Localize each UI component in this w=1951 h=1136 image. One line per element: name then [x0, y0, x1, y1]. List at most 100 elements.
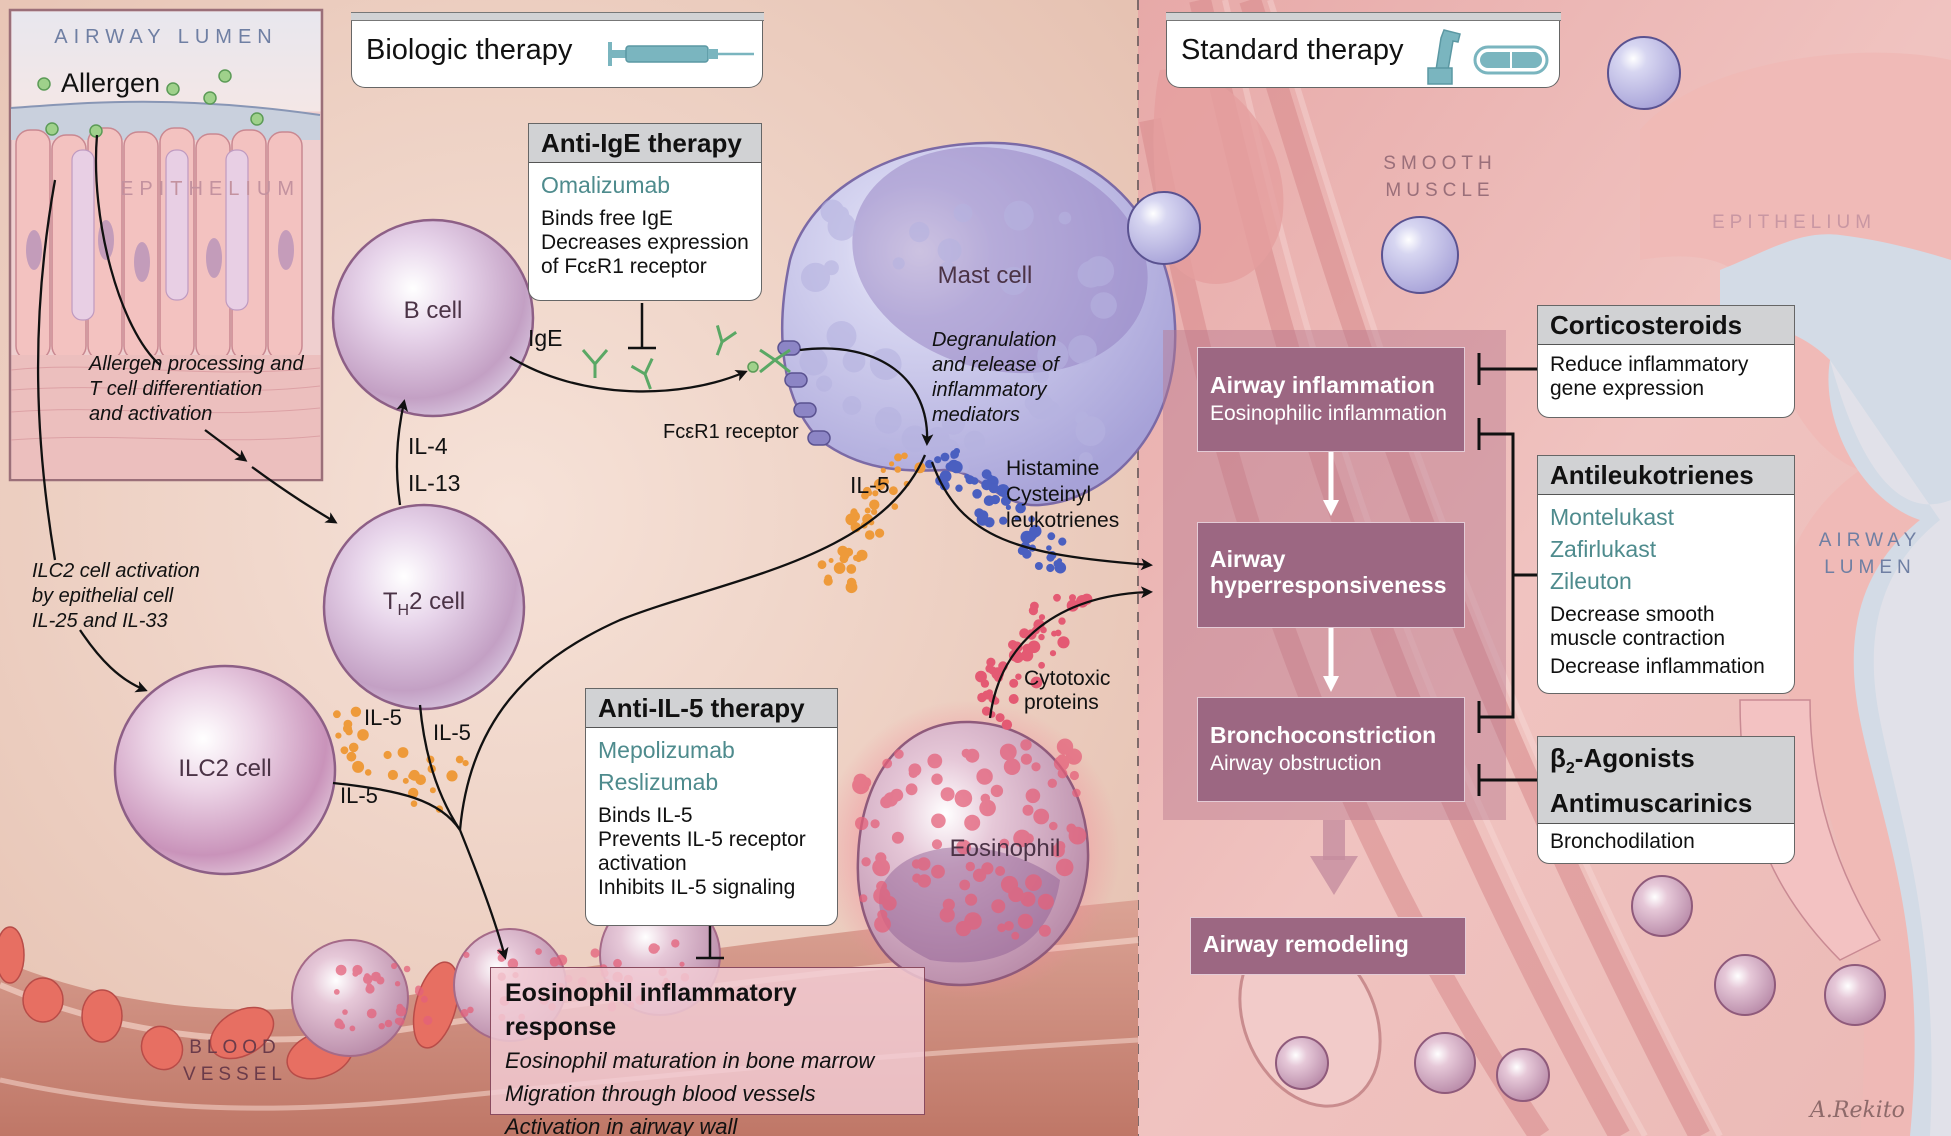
eosinophil-granule [965, 893, 978, 906]
agonists-text: -Agonists [1574, 743, 1695, 773]
eosinophil-granule [912, 873, 922, 883]
effect-line: Decrease smooth [1550, 603, 1715, 626]
mast-cell-label: Mast cell [937, 262, 1033, 289]
il5-particle [869, 499, 880, 510]
cytotoxic-particle [995, 713, 1005, 723]
il5-particle [429, 787, 436, 794]
il5-particle [350, 706, 362, 717]
eosinophil-granule [371, 971, 381, 982]
il5-particle [410, 800, 418, 807]
eosinophil-granule [931, 813, 946, 829]
corticosteroids-title: Corticosteroids [1538, 306, 1794, 345]
mediator-particle [964, 473, 970, 479]
cysteinyl-label: Cysteinyl [1006, 483, 1092, 506]
beta2-agonists-line: β2-Agonists [1550, 741, 1782, 786]
mast-granule [1075, 411, 1089, 425]
flow-title: Bronchoconstriction [1210, 722, 1437, 748]
mediator-particle [1028, 515, 1035, 523]
corticosteroids-body: Reduce inflammatory gene expression [1538, 345, 1794, 409]
mast-granule [941, 411, 966, 435]
annotation-line: proteins [1024, 691, 1099, 714]
eosinophil-granule [956, 839, 972, 855]
eosinophil-granule [1051, 844, 1065, 858]
eosinophil-granule [859, 894, 868, 903]
cytotoxic-particle [977, 692, 987, 703]
th2-cell-label: TH2 cell [364, 588, 484, 620]
eosinophil-granule [1047, 778, 1058, 788]
eosinophil-granule [1038, 924, 1051, 937]
cytotoxic-particle [1057, 636, 1070, 649]
eosinophil-granule [942, 898, 955, 911]
eosinophil-granule [415, 985, 422, 993]
mediator-particle [1046, 553, 1055, 562]
il5-particle [873, 478, 886, 491]
eosinophil-granule [997, 923, 1006, 933]
eosinophil-granule [964, 912, 982, 930]
eosinophil-granule [961, 748, 971, 758]
eosinophil-granule [1000, 875, 1019, 894]
eosinophil-granule [1020, 739, 1032, 751]
antileukotrienes-body: Montelukast Zafirlukast Zileuton Decreas… [1538, 495, 1794, 687]
drug-omalizumab: Omalizumab [541, 172, 671, 198]
eosinophil-granule [335, 964, 347, 976]
il5-particle [871, 508, 878, 515]
il5-th2-left-label: IL-5 [364, 705, 402, 730]
mast-granule [799, 347, 828, 376]
mediator-particle [972, 489, 982, 499]
cytotoxic-particle [980, 679, 990, 688]
mediator-particle [1000, 495, 1011, 506]
cytotoxic-particle [1038, 661, 1045, 669]
flow-subtitle: Airway obstruction [1210, 752, 1382, 775]
eosinophil-granule [1068, 826, 1087, 845]
il4-label: IL-4 [408, 433, 448, 459]
eosinophil-granule [931, 864, 945, 879]
flow-subtitle: Eosinophilic inflammation [1210, 402, 1447, 425]
mediator-particle [1034, 562, 1043, 570]
eosinophil-granule [613, 958, 622, 968]
mediator-particle [1046, 563, 1055, 573]
anti-ige-title: Anti-IgE therapy [529, 124, 761, 163]
mast-granule [1077, 260, 1105, 288]
mast-granule [816, 375, 833, 392]
eosinophil-granule [908, 763, 922, 777]
il5-particle [861, 491, 869, 500]
th2-prefix: T [382, 588, 398, 615]
il5-particle [864, 507, 871, 514]
il5-particle [875, 528, 885, 538]
eosinophil-granule [999, 838, 1010, 849]
eosinophil-granule [874, 915, 891, 933]
ilc2-cell-shape [113, 664, 337, 876]
mast-granule [1033, 367, 1049, 384]
eosinophil-granule [1011, 931, 1020, 940]
eosinophil-granule [1057, 768, 1068, 779]
mediator-particle [1046, 545, 1052, 551]
response-line: Activation in airway wall [505, 1114, 738, 1136]
il5-particle [891, 503, 899, 510]
il5-particle [397, 747, 409, 758]
eosinophil-granule [872, 858, 890, 877]
mast-granule [1090, 292, 1117, 319]
label-line: VESSEL [183, 1064, 287, 1085]
mast-granule [823, 260, 839, 276]
il5-particle [817, 560, 827, 570]
il5-particle [889, 486, 898, 496]
eosinophil-granule [535, 948, 542, 955]
mediator-particle [934, 456, 942, 464]
airway-lumen-right-label: AIRWAY LUMEN [1815, 527, 1925, 581]
anti-ige-therapy-box: Anti-IgE therapy Omalizumab Binds free I… [528, 123, 762, 301]
bronchodilator-box: β2-Agonists Antimuscarinics Bronchodilat… [1537, 736, 1795, 864]
cytotoxic-particle [1011, 641, 1023, 653]
eosinophil-granule [991, 899, 1006, 914]
il5-particle [850, 509, 858, 517]
il5-particle [364, 769, 372, 776]
flow-title: Airway inflammation [1210, 372, 1435, 398]
mast-granule [939, 261, 956, 279]
eosinophil-granule [911, 859, 922, 869]
label-line: LUMEN [1824, 557, 1916, 578]
antileukotrienes-box: Antileukotrienes Montelukast Zafirlukast… [1537, 455, 1795, 694]
flow-airway-remodeling: Airway remodeling [1190, 917, 1466, 975]
il13-label: IL-13 [408, 470, 461, 496]
mediator-particle [1005, 504, 1012, 510]
cytotoxic-particle [1015, 673, 1022, 680]
il5-particle [880, 467, 886, 473]
